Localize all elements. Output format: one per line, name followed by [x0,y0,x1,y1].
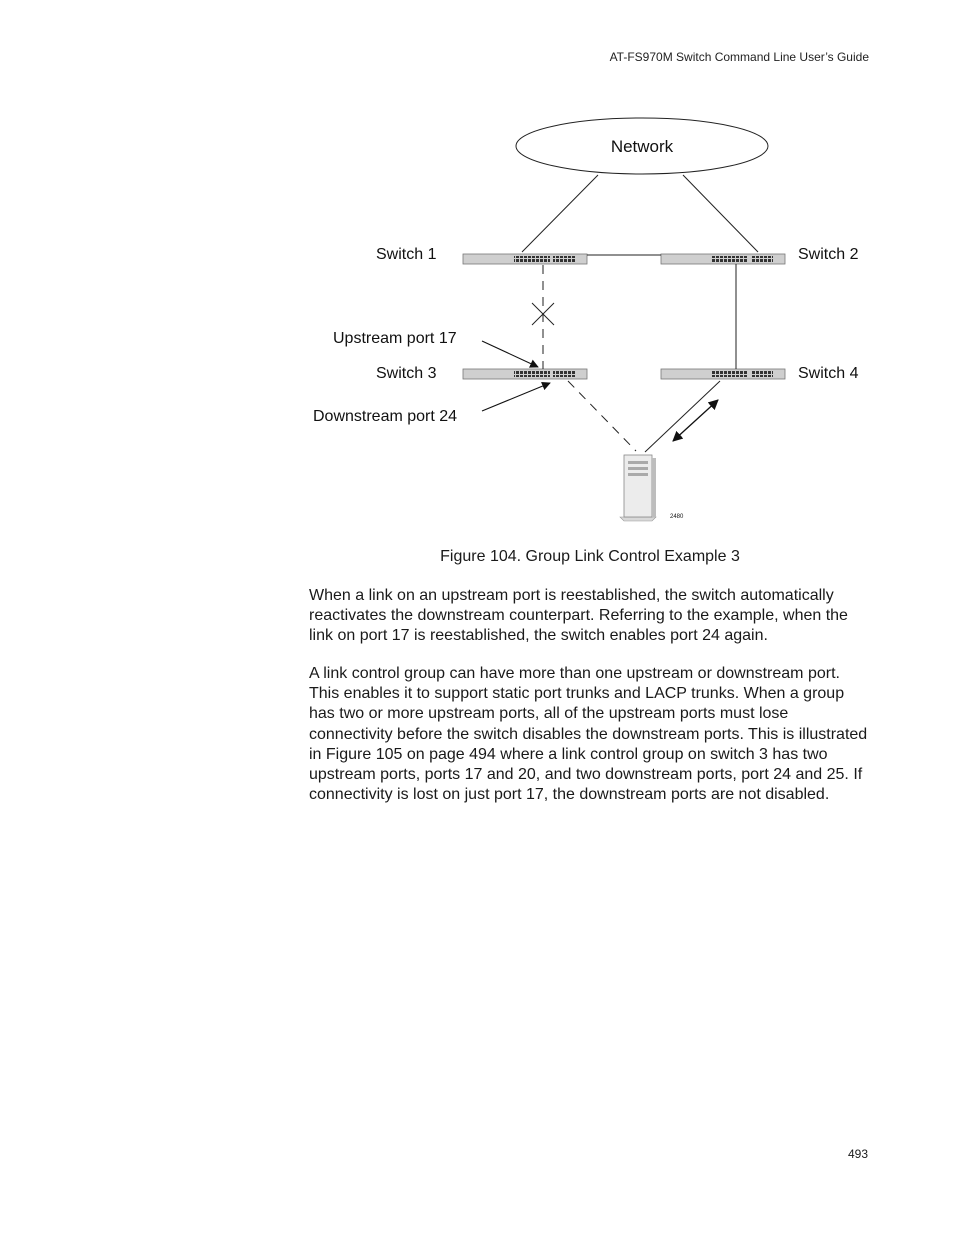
link-network-switch2 [682,174,759,253]
link-failure-mark [531,302,555,326]
running-header: AT-FS970M Switch Command Line User’s Gui… [609,50,869,64]
switch1-label: Switch 1 [376,246,437,263]
network-ellipse [515,117,769,175]
link-network-switch1 [521,174,599,253]
body-paragraph-1: When a link on an upstream port is reest… [309,587,848,645]
switch2-label: Switch 2 [798,246,859,263]
switch3-label: Switch 3 [376,365,437,382]
upstream-label: Upstream port 17 [333,330,457,347]
downstream-pointer-arrow [481,381,551,412]
body-paragraph-2: A link control group can have more than … [309,665,868,804]
switch4-device [660,368,786,380]
link-switch3-server-disabled [567,380,637,452]
switch3-device [462,368,588,380]
switch1-device [462,253,588,265]
link-switch4-server [644,380,721,453]
downstream-label: Downstream port 24 [313,408,457,425]
figure-caption: Figure 104. Group Link Control Example 3 [440,548,740,565]
server-icon [619,454,657,522]
traffic-double-arrow [672,399,719,442]
network-diagram: Network [300,115,900,535]
upstream-pointer-arrow [481,340,539,368]
diagram-canvas: Network [313,117,859,522]
switch2-device [660,253,786,265]
switch4-label: Switch 4 [798,365,859,382]
page-number: 493 [847,1147,868,1161]
network-label: Network [611,137,674,156]
figure-id: 2480 [670,514,684,520]
